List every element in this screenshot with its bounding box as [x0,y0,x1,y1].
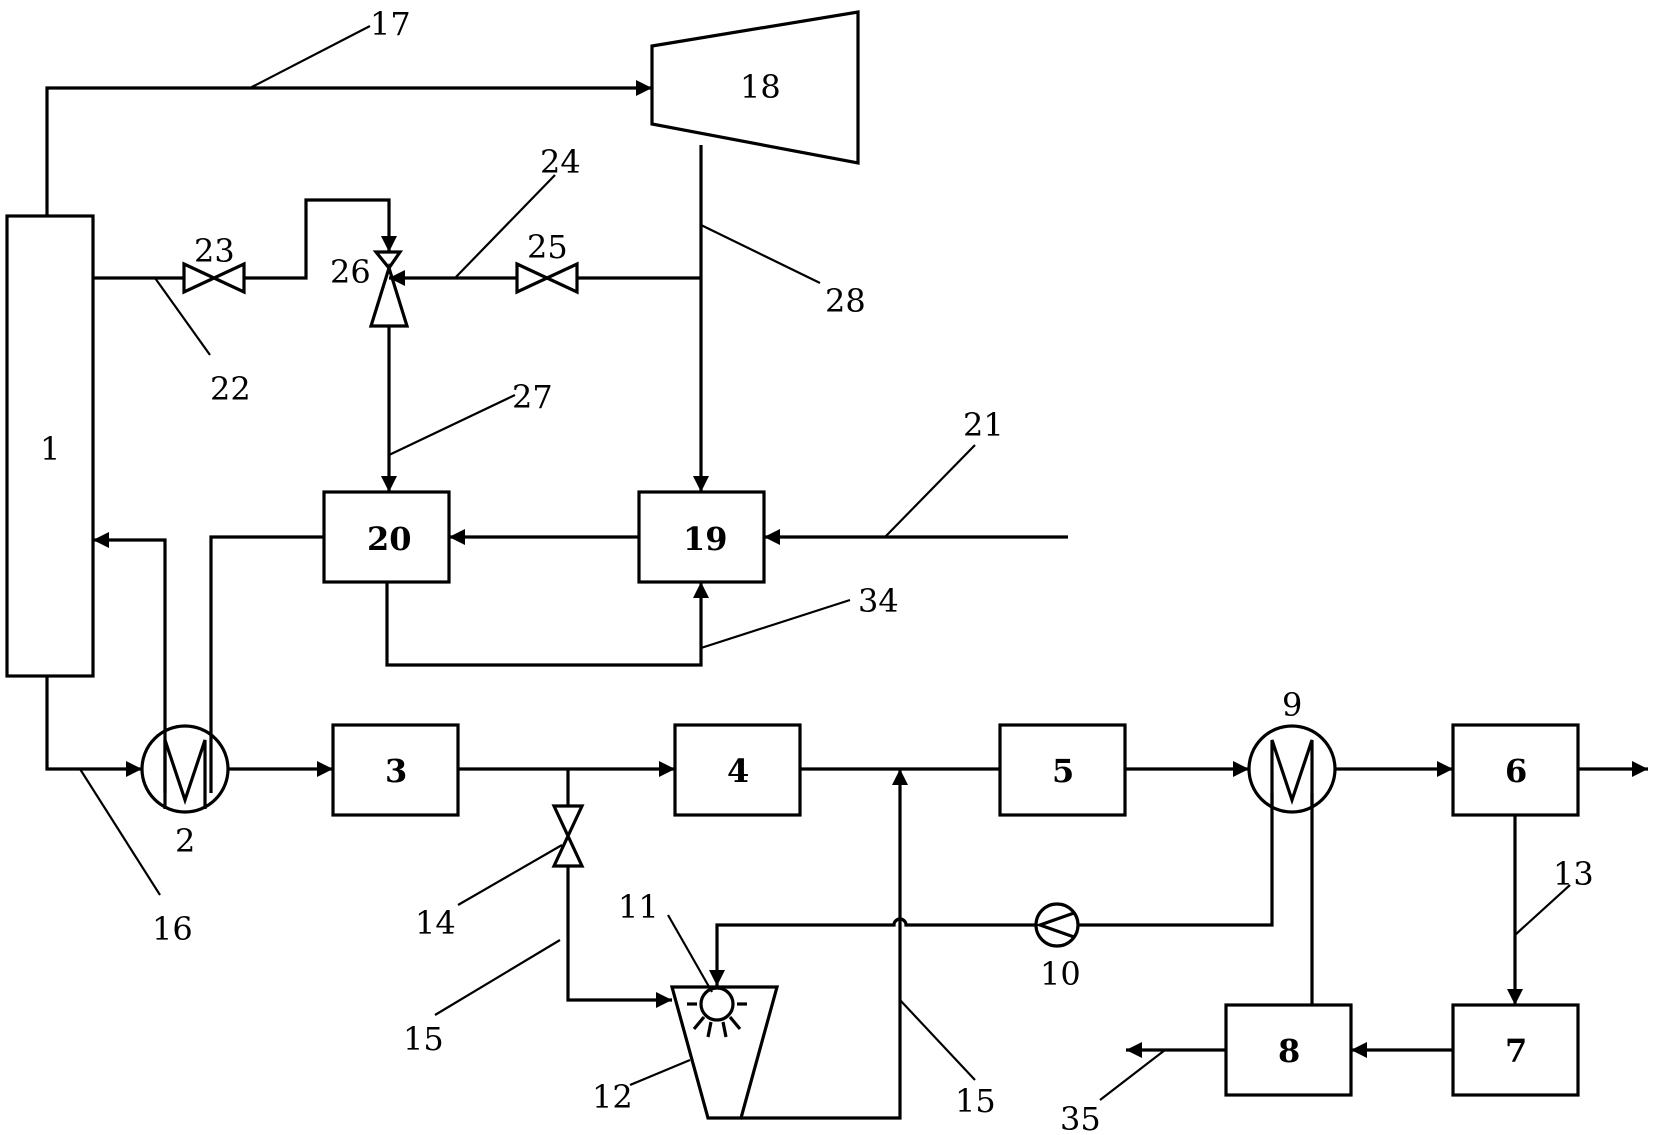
line-20-to-hx2 [209,535,324,793]
leader-21 [884,444,976,538]
valve-25 [515,261,579,295]
label-15b: 15 [955,1082,996,1120]
heat-exchanger-9 [1247,724,1337,814]
valve-23 [182,261,246,295]
label-17: 17 [370,5,411,43]
spray-nozzle-11 [687,986,747,1038]
label-19: 19 [683,520,728,558]
column-1 [5,214,95,678]
leader-14 [457,844,563,906]
line-34 [385,582,709,667]
line-hx2-to-column [93,532,167,793]
leader-16 [79,768,161,896]
line-22-b [244,198,397,280]
label-28: 28 [825,282,866,320]
leader-15a [434,939,561,1016]
valve-14 [551,804,585,868]
label-22: 22 [210,370,251,408]
line-16 [45,676,142,777]
pump-10 [1034,902,1080,948]
label-5: 5 [1052,752,1074,790]
label-7: 7 [1505,1032,1527,1070]
leader-27 [388,394,516,456]
label-23: 23 [194,232,235,270]
leader-11 [667,914,713,993]
label-24: 24 [540,143,581,181]
leader-28 [700,224,821,284]
label-14: 14 [415,904,456,942]
label-15a: 15 [403,1020,444,1058]
label-16: 16 [152,910,193,948]
label-1: 1 [40,430,60,468]
leader-13 [1514,884,1571,936]
label-8: 8 [1278,1032,1300,1070]
label-21: 21 [963,406,1004,444]
unit-7 [1451,1003,1580,1097]
line-17 [45,80,652,216]
unit-6 [1451,723,1580,817]
leader-12 [629,1058,691,1087]
label-11: 11 [618,888,659,926]
leader-24 [454,174,556,279]
heat-exchanger-2 [140,724,230,814]
line-15-b [741,769,908,1120]
ejector-26 [368,250,410,328]
line-15-a [566,866,672,1008]
unit-19 [637,490,766,584]
leader-15b [899,999,976,1081]
turbine-18 [650,10,860,165]
label-2: 2 [175,822,195,860]
label-20: 20 [367,520,412,558]
label-4: 4 [727,752,749,790]
label-3: 3 [385,752,407,790]
leader-22 [154,277,211,356]
label-18: 18 [740,68,781,106]
label-34: 34 [858,582,899,620]
label-6: 6 [1505,752,1527,790]
label-13: 13 [1553,855,1594,893]
label-27: 27 [512,378,553,416]
label-26: 26 [330,253,371,291]
unit-3 [331,723,460,817]
leader-34 [700,598,851,650]
label-9: 9 [1282,686,1302,724]
leader-35 [1099,1049,1166,1101]
label-10: 10 [1040,955,1081,993]
leader-lines [79,25,1571,1101]
label-12: 12 [592,1078,633,1116]
line-hx9-pump [1078,793,1274,927]
unit-5 [998,723,1127,817]
label-35: 35 [1060,1100,1101,1135]
label-25: 25 [527,228,568,266]
leader-17 [249,25,371,89]
line-pump-spray [709,917,1036,986]
